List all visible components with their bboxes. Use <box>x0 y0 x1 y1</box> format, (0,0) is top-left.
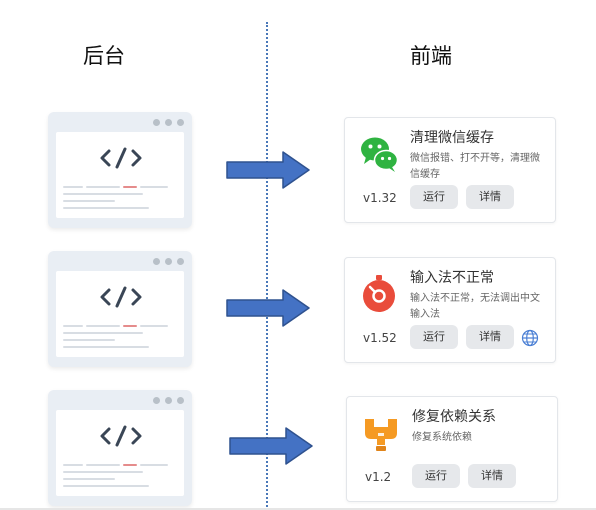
arrow-right-icon-3 <box>229 427 313 465</box>
backend-code-window-2 <box>48 251 192 367</box>
backend-code-window-1 <box>48 112 192 228</box>
app-card-wechat: 清理微信缓存 微信报错、打不开等，清理微信缓存 v1.32 运行 详情 <box>344 117 556 223</box>
app-card-repair: 修复依赖关系 修复系统依赖 v1.2 运行 详情 <box>346 396 558 502</box>
app-title: 清理微信缓存 <box>410 130 494 146</box>
details-button[interactable]: 详情 <box>468 464 516 488</box>
app-version: v1.52 <box>363 331 397 345</box>
run-button[interactable]: 运行 <box>410 325 458 349</box>
frontend-heading: 前端 <box>410 44 452 68</box>
window-dots <box>153 397 184 404</box>
app-version: v1.2 <box>365 470 392 484</box>
app-description: 修复系统依赖 <box>412 432 472 443</box>
code-brackets-icon <box>100 425 142 447</box>
run-button[interactable]: 运行 <box>412 464 460 488</box>
backend-heading: 后台 <box>83 44 125 68</box>
app-title: 输入法不正常 <box>410 270 494 286</box>
code-brackets-icon <box>100 286 142 308</box>
run-button[interactable]: 运行 <box>410 185 458 209</box>
app-description: 输入法不正常，无法调出中文输入法 <box>410 293 540 320</box>
app-title: 修复依赖关系 <box>412 409 496 425</box>
bottom-border <box>0 508 596 510</box>
app-card-ime: 输入法不正常 输入法不正常，无法调出中文输入法 v1.52 运行 详情 <box>344 257 556 363</box>
wechat-icon <box>361 137 399 172</box>
code-brackets-icon <box>100 147 142 169</box>
window-dots <box>153 258 184 265</box>
vertical-divider <box>266 22 268 510</box>
app-description: 微信报错、打不开等，清理微信缓存 <box>410 153 540 180</box>
globe-icon[interactable] <box>521 329 539 347</box>
stopwatch-icon <box>363 275 395 312</box>
details-button[interactable]: 详情 <box>466 325 514 349</box>
arrow-right-icon-2 <box>226 289 310 327</box>
app-version: v1.32 <box>363 191 397 205</box>
window-dots <box>153 119 184 126</box>
details-button[interactable]: 详情 <box>466 185 514 209</box>
repair-tool-icon <box>365 419 397 451</box>
arrow-right-icon-1 <box>226 151 310 189</box>
backend-code-window-3 <box>48 390 192 506</box>
